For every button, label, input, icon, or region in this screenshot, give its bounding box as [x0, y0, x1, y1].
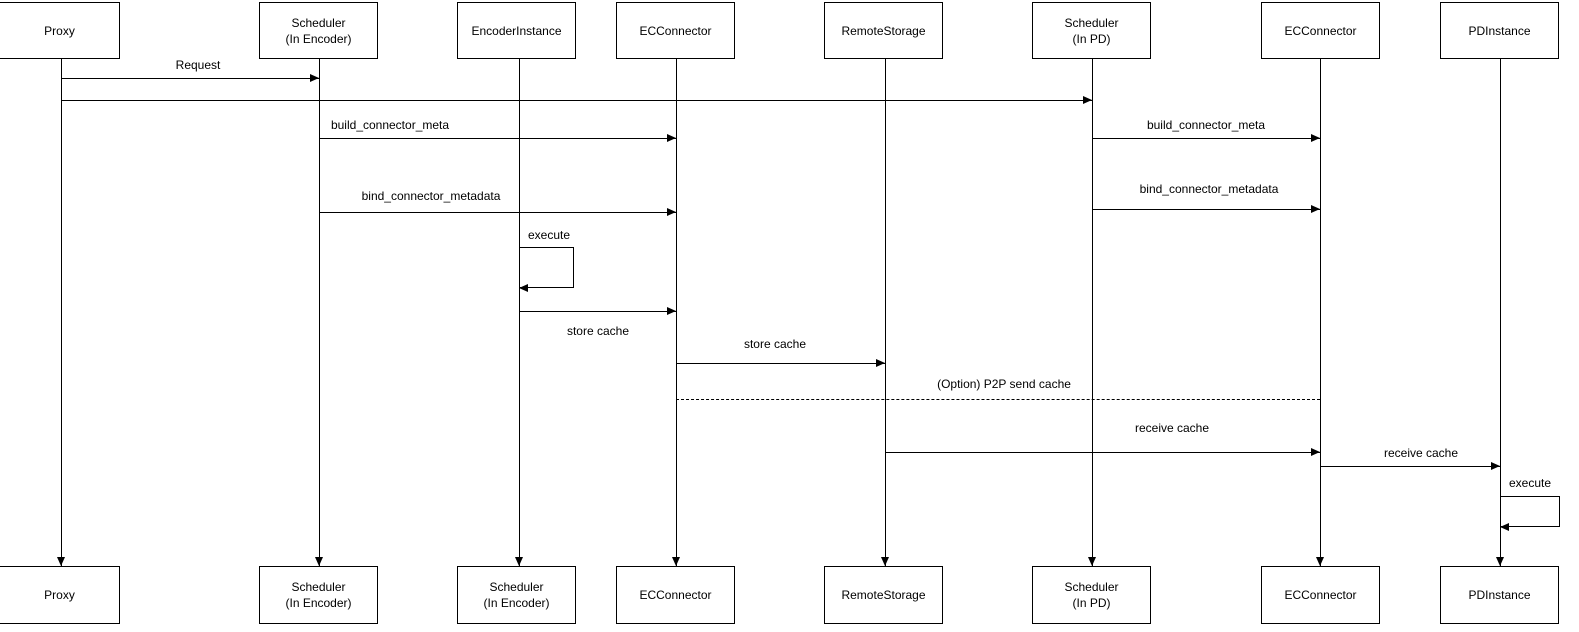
arrowhead-bind-connector-metadata-left — [667, 208, 676, 216]
arrowhead-request — [310, 74, 319, 82]
participant-label-line: Scheduler — [291, 580, 346, 594]
arrowhead-close-pd-instance — [1496, 557, 1504, 566]
participant-label-line: EncoderInstance — [471, 23, 562, 38]
arrowhead-store-cache-to-remote — [876, 359, 885, 367]
lifeline-ec-connector-right — [1320, 59, 1321, 566]
message-line-request — [61, 78, 319, 79]
arrowhead-proxy-to-scheduler-pd — [1083, 96, 1092, 104]
message-line-build-connector-meta-right — [1092, 138, 1320, 139]
lifeline-remote-storage — [885, 59, 886, 566]
participant-bottom-scheduler-encoder-2[interactable]: Scheduler (In Encoder) — [457, 566, 576, 624]
message-label-request: Request — [175, 58, 221, 72]
participant-label-line: PDInstance — [1468, 588, 1531, 602]
message-label-build-connector-meta-left: build_connector_meta — [330, 118, 450, 132]
message-label-p2p-send-cache: (Option) P2P send cache — [937, 377, 1071, 391]
participant-bottom-ec-connector-right[interactable]: ECConnector — [1261, 566, 1380, 624]
arrowhead-close-proxy — [57, 557, 65, 566]
lifeline-ec-connector-left — [676, 59, 677, 566]
participant-label-line: (In Encoder) — [285, 596, 352, 610]
participant-bottom-scheduler-pd[interactable]: Scheduler (In PD) — [1032, 566, 1151, 624]
arrowhead-execute-pd — [1500, 523, 1509, 531]
participant-label-line: Scheduler — [1064, 15, 1119, 30]
participant-label-line: Scheduler — [489, 580, 544, 594]
participant-label-line: (In Encoder) — [285, 31, 352, 46]
arrowhead-close-scheduler-encoder — [315, 557, 323, 566]
message-line-receive-cache-to-pd — [1320, 466, 1500, 467]
participant-bottom-pd-instance[interactable]: PDInstance — [1440, 566, 1559, 624]
participant-label-line: ECConnector — [639, 23, 712, 38]
arrowhead-close-encoder-instance — [515, 557, 523, 566]
arrowhead-build-connector-meta-left — [667, 134, 676, 142]
arrowhead-bind-connector-metadata-right — [1311, 205, 1320, 213]
participant-top-ec-connector-right[interactable]: ECConnector — [1261, 2, 1380, 59]
message-label-build-connector-meta-right: build_connector_meta — [1146, 118, 1266, 132]
self-loop-execute-pd — [1500, 496, 1560, 527]
lifeline-encoder-instance — [519, 59, 520, 566]
participant-bottom-scheduler-encoder[interactable]: Scheduler (In Encoder) — [259, 566, 378, 624]
message-line-store-cache-to-connector — [519, 311, 676, 312]
participant-top-proxy[interactable]: Proxy — [0, 2, 120, 59]
participant-label-line: ECConnector — [639, 588, 712, 602]
participant-top-remote-storage[interactable]: RemoteStorage — [824, 2, 943, 59]
participant-top-encoder-instance[interactable]: EncoderInstance — [457, 2, 576, 59]
participant-label-line: RemoteStorage — [841, 588, 926, 602]
message-line-p2p-send-cache — [676, 399, 1320, 400]
participant-bottom-proxy[interactable]: Proxy — [0, 566, 120, 624]
self-loop-label-execute-encoder: execute — [528, 228, 571, 242]
message-label-store-cache-to-connector: store cache — [566, 324, 630, 338]
arrowhead-build-connector-meta-right — [1311, 134, 1320, 142]
lifeline-pd-instance — [1500, 59, 1501, 566]
message-label-bind-connector-metadata-left: bind_connector_metadata — [361, 189, 501, 203]
participant-label-line: ECConnector — [1284, 588, 1357, 602]
message-label-receive-cache-to-ec: receive cache — [1134, 421, 1210, 435]
message-line-store-cache-to-remote — [676, 363, 885, 364]
participant-top-pd-instance[interactable]: PDInstance — [1440, 2, 1559, 59]
participant-label-line: (In PD) — [1072, 31, 1111, 46]
message-label-receive-cache-to-pd: receive cache — [1383, 446, 1459, 460]
participant-top-scheduler-encoder[interactable]: Scheduler(In Encoder) — [259, 2, 378, 59]
participant-label-line: RemoteStorage — [841, 23, 926, 38]
participant-bottom-remote-storage[interactable]: RemoteStorage — [824, 566, 943, 624]
arrowhead-close-ec-connector-left — [672, 557, 680, 566]
participant-label-line: PDInstance — [1468, 23, 1531, 38]
arrowhead-receive-cache-to-ec — [1311, 448, 1320, 456]
message-label-store-cache-to-remote: store cache — [743, 337, 807, 351]
arrowhead-execute-encoder — [519, 284, 528, 292]
arrowhead-receive-cache-to-pd — [1491, 462, 1500, 470]
participant-label-line: Proxy — [44, 588, 75, 602]
arrowhead-close-scheduler-pd — [1088, 557, 1096, 566]
self-loop-label-execute-pd: execute — [1509, 476, 1552, 490]
arrowhead-store-cache-to-connector — [667, 307, 676, 315]
arrowhead-close-remote-storage — [881, 557, 889, 566]
participant-label-line: ECConnector — [1284, 23, 1357, 38]
message-line-proxy-to-scheduler-pd — [61, 100, 1092, 101]
participant-label-line: (In Encoder) — [483, 596, 550, 610]
message-line-bind-connector-metadata-left — [319, 212, 676, 213]
participant-top-ec-connector-left[interactable]: ECConnector — [616, 2, 735, 59]
message-line-bind-connector-metadata-right — [1092, 209, 1320, 210]
arrowhead-close-ec-connector-right — [1316, 557, 1324, 566]
participant-label-line: (In PD) — [1072, 596, 1111, 610]
lifeline-scheduler-encoder — [319, 59, 320, 566]
message-label-bind-connector-metadata-right: bind_connector_metadata — [1139, 182, 1279, 196]
self-loop-execute-encoder — [519, 247, 574, 288]
participant-label-line: Scheduler — [1064, 580, 1119, 594]
participant-label-line: Scheduler — [291, 15, 346, 30]
lifeline-scheduler-pd — [1092, 59, 1093, 566]
message-line-build-connector-meta-left — [319, 138, 676, 139]
participant-top-scheduler-pd[interactable]: Scheduler(In PD) — [1032, 2, 1151, 59]
participant-bottom-ec-connector-left[interactable]: ECConnector — [616, 566, 735, 624]
lifeline-proxy — [61, 59, 62, 566]
message-line-receive-cache-to-ec — [885, 452, 1320, 453]
participant-label-line: Proxy — [44, 23, 75, 38]
